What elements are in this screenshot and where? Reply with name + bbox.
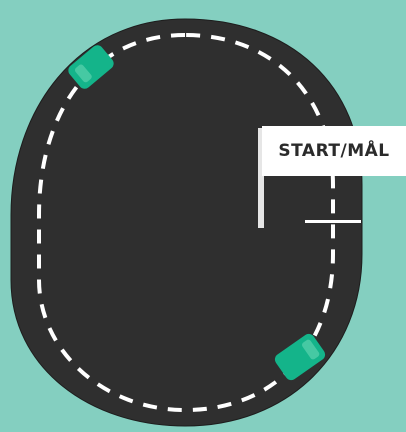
finish-line [305, 220, 361, 223]
start-finish-label: START/MÅL [262, 126, 406, 176]
